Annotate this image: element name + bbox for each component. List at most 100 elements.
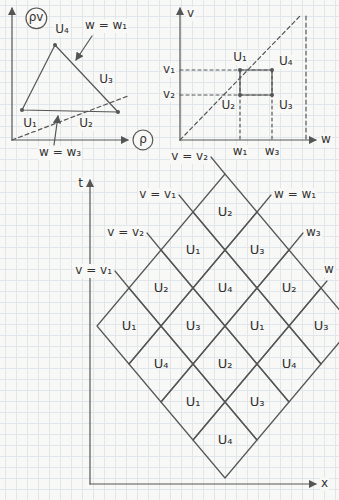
point-label: U₃ (98, 73, 114, 87)
axis-label: ρ (139, 133, 147, 147)
leader-arrow (76, 36, 92, 60)
grid-line (159, 0, 160, 500)
grid-line (0, 126, 339, 127)
state-cell: U₄ (193, 402, 257, 478)
grid-line (280, 0, 281, 500)
axis-name-circle: ρ (132, 129, 154, 151)
grid-line (0, 489, 339, 490)
grid-line (313, 0, 314, 500)
grid-line (0, 137, 339, 138)
axis-label: v (186, 7, 195, 21)
state-cell: U₁ (161, 212, 225, 288)
guide-line (305, 16, 306, 140)
state-cell: U₂ (129, 250, 193, 326)
point-label: U₄ (278, 55, 294, 69)
grid-line (0, 423, 339, 424)
grid-line (49, 0, 50, 500)
point-label: U₁ (232, 51, 248, 65)
wave-line (257, 195, 271, 212)
grid-line (0, 390, 339, 391)
grid-line (137, 0, 138, 500)
diamond-outline (161, 288, 225, 364)
grid-line (115, 0, 116, 500)
leader-arrow (54, 116, 58, 145)
grid-line (27, 0, 28, 500)
point-label: U₁ (22, 117, 38, 131)
state-label: U₃ (250, 395, 265, 410)
grid-line (0, 456, 339, 457)
axis-label: w (320, 133, 332, 147)
wave-label: w = w₁ (273, 188, 317, 202)
state-label: U₁ (122, 319, 137, 334)
state-rectangle (240, 70, 272, 95)
diamond-outline (193, 402, 257, 478)
wave-label: v = v₁ (74, 264, 113, 278)
point-label: U₂ (220, 99, 236, 113)
diamond-outline (97, 288, 161, 364)
state-cell: U₂ (257, 250, 321, 326)
tick-label: v₁ (162, 63, 176, 77)
diamond-outline (161, 212, 225, 288)
state-label: U₂ (218, 205, 233, 220)
grid-line (0, 379, 339, 380)
grid-line (0, 478, 339, 479)
circle-outline (26, 8, 47, 29)
grid-line (0, 214, 339, 215)
state-label: U₂ (154, 281, 169, 296)
state-cell: U₄ (193, 250, 257, 326)
state-cell: U₄ (257, 326, 321, 402)
state-cell: U₃ (289, 288, 339, 364)
grid-line (93, 0, 94, 500)
state-point (20, 108, 24, 112)
wave-label: w (323, 263, 335, 277)
grid-line (302, 0, 303, 500)
axis-line (12, 139, 128, 140)
grid-line (0, 225, 339, 226)
grid-line (0, 236, 339, 237)
diamond-outline (193, 326, 257, 402)
state-label: U₄ (282, 357, 297, 372)
tick-label: w₁ (232, 145, 249, 159)
state-label: U₃ (314, 319, 329, 334)
grid-line (0, 49, 339, 50)
diamond-outline (161, 364, 225, 440)
circle-outline (133, 130, 153, 150)
grid-line (38, 0, 39, 500)
grid-line (126, 0, 127, 500)
grid-line (0, 302, 339, 303)
point-label: U₂ (78, 117, 94, 131)
state-label: U₃ (250, 243, 265, 258)
axis-line (89, 180, 90, 484)
axis-name-circle: ρv (25, 7, 48, 30)
point-label: U₄ (54, 23, 70, 37)
axis-label: x (320, 477, 329, 491)
curve-label: w = w₁ (84, 19, 128, 33)
state-label: U₂ (218, 357, 233, 372)
tick-label: w₃ (264, 145, 281, 159)
diamond-outline (129, 326, 193, 402)
grid-line (0, 467, 339, 468)
grid-line (0, 445, 339, 446)
grid-line (60, 0, 61, 500)
grid-line (247, 0, 248, 500)
grid-line (291, 0, 292, 500)
axis-line (90, 483, 316, 484)
state-point (270, 68, 274, 72)
state-cell: U₃ (161, 288, 225, 364)
wave-label: v = v₂ (170, 150, 209, 164)
grid-line (0, 203, 339, 204)
diamond-outline (193, 174, 257, 250)
axis-line (179, 8, 180, 140)
grid-line (0, 269, 339, 270)
grid-line (0, 346, 339, 347)
diamond-outline (257, 250, 321, 326)
state-cell: U₄ (129, 326, 193, 402)
axis-line (11, 8, 12, 140)
grid-line (236, 0, 237, 500)
diamond-outline (225, 212, 289, 288)
grid-line (16, 0, 17, 500)
axis-line (180, 139, 316, 140)
grid-line (0, 434, 339, 435)
